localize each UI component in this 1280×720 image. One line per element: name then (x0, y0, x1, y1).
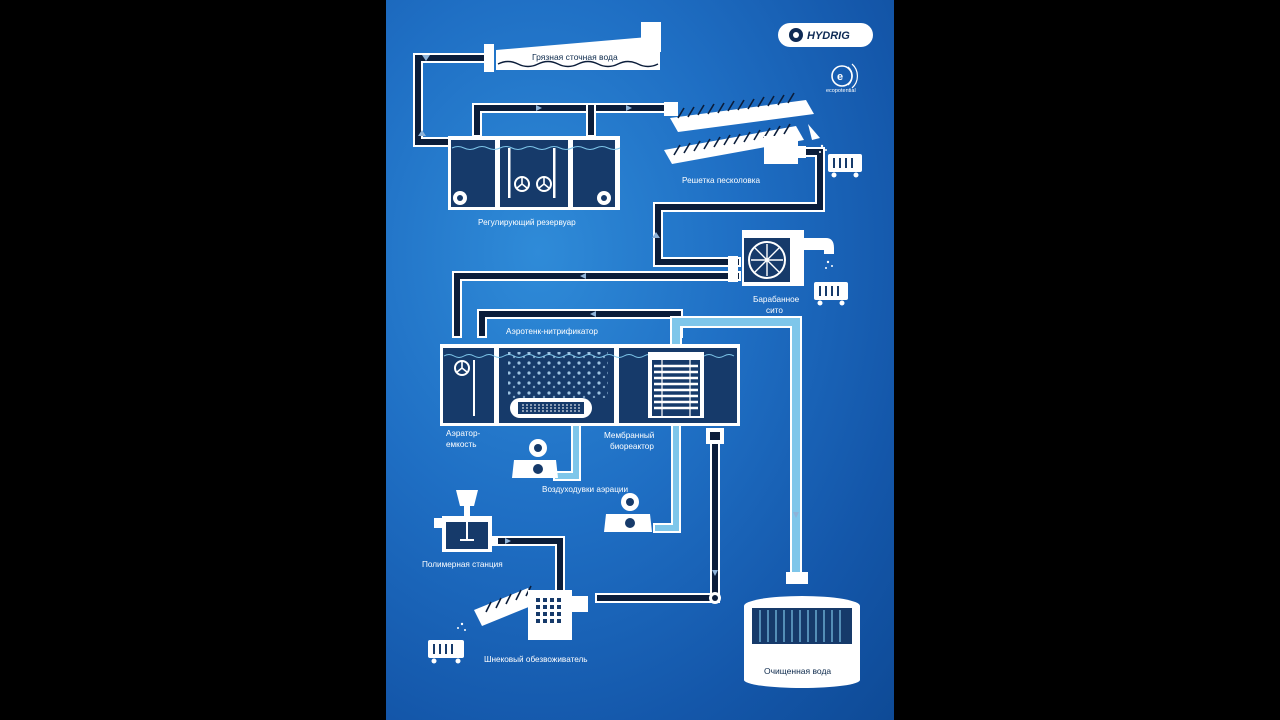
dirty-water-label: Грязная сточная вода (532, 52, 618, 62)
light-pipes (553, 316, 802, 582)
polymer-station-label: Полимерная станция (422, 560, 503, 569)
mixer-icon (454, 360, 475, 416)
regulating-tank-label: Регулирующий резервуар (478, 218, 576, 227)
air-blower-2 (604, 493, 652, 532)
drum-screen-label-1: Барабанное (753, 295, 800, 304)
flow-arrows (418, 55, 799, 576)
grit-screen-label: Решетка песколовка (682, 176, 761, 185)
dirty-water-inlet: Грязная сточная вода (484, 22, 661, 72)
svg-text:ecopotential: ecopotential (826, 88, 856, 94)
clean-water-tank: Очищенная вода (744, 572, 860, 688)
mixer-icon (536, 176, 552, 192)
air-blower-1: Воздуходувки аэрации (512, 439, 628, 494)
drum-screen: Барабанное сито (728, 230, 834, 315)
regulating-tank: Регулирующий резервуар (448, 136, 621, 227)
wastewater-flow-diagram: HYDRIG e ecopotential (413, 22, 873, 688)
blowers-label: Воздуходувки аэрации (542, 485, 628, 494)
aerotank-label: Аэротенк-нитрификатор (506, 327, 598, 336)
dewaterer-label: Шнековый обезвоживатель (484, 655, 588, 664)
valve-icon (706, 428, 724, 444)
polymer-station: Полимерная станция (422, 490, 503, 569)
aerotank-block: Аэротенк-нитрификатор Аэратор- емкость М… (440, 327, 740, 451)
mbr-label-2: биореактор (610, 442, 654, 451)
aerator-label-2: емкость (446, 440, 477, 449)
screw-dewaterer: Шнековый обезвоживатель (457, 585, 588, 664)
waste-cart-icon (428, 640, 464, 664)
mixer-icon (514, 176, 530, 192)
grit-screen: Решетка песколовка (664, 92, 827, 185)
mbr-label-1: Мембранный (604, 431, 654, 440)
process-poster: HYDRIG e ecopotential (386, 0, 894, 720)
clean-water-label: Очищенная вода (764, 666, 831, 676)
aerator-label-1: Аэратор- (446, 429, 481, 438)
svg-text:HYDRIG: HYDRIG (807, 30, 850, 42)
ecopotential-logo: e ecopotential (826, 63, 858, 94)
drum-screen-label-2: сито (766, 306, 783, 315)
hydrig-logo: HYDRIG (778, 23, 873, 47)
dark-pipes (413, 53, 825, 603)
svg-text:e: e (837, 71, 843, 83)
waste-cart-icon (828, 154, 862, 178)
waste-cart-icon (814, 282, 848, 306)
